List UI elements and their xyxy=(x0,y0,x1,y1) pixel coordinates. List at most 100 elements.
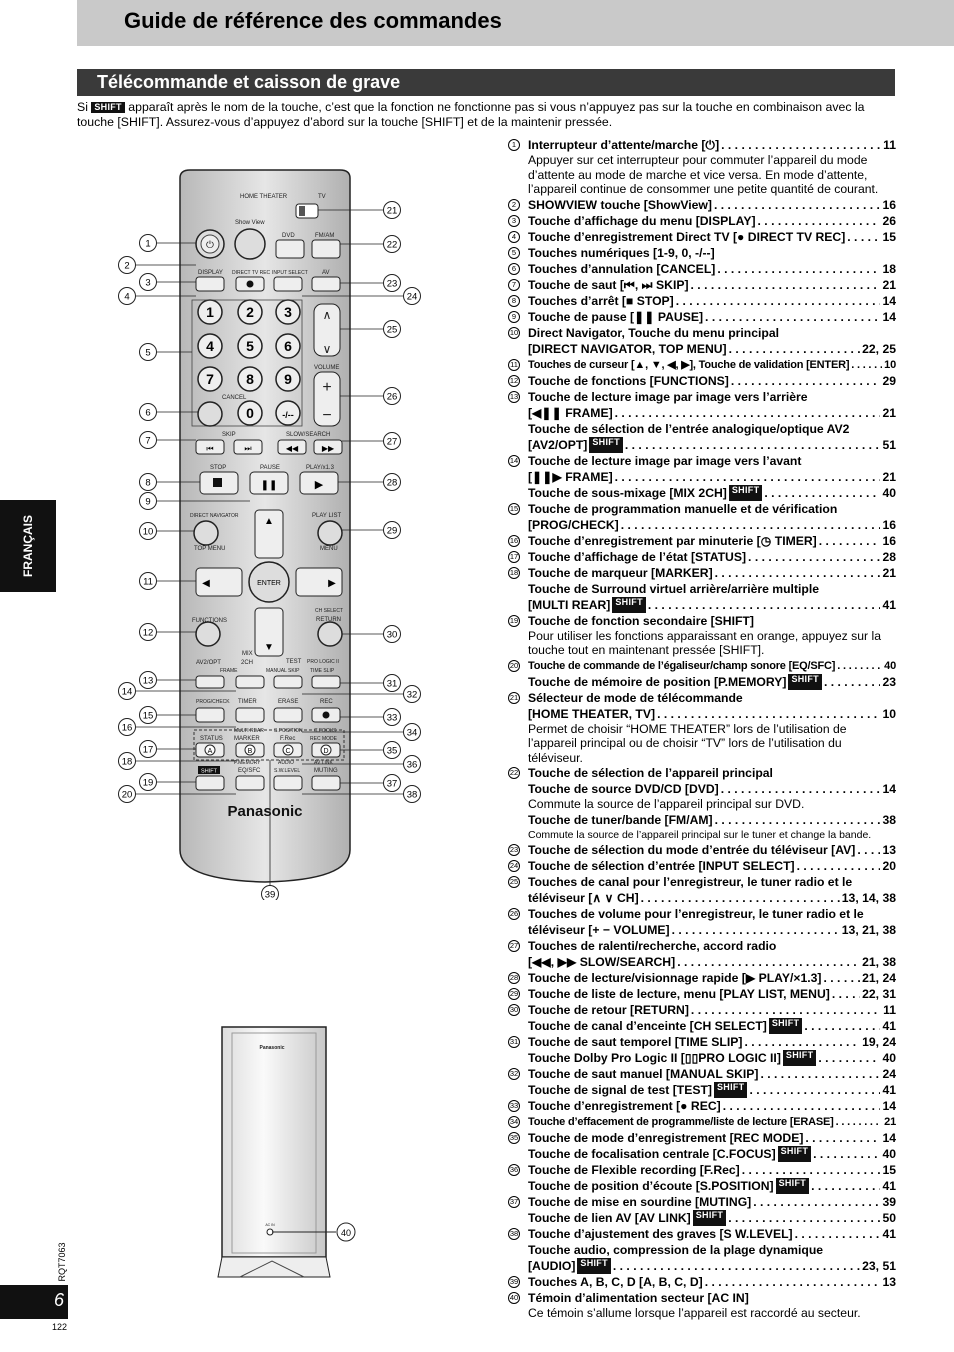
label-prog-check: PROG/CHECK xyxy=(196,699,230,705)
shift-badge: SHIFT xyxy=(577,1258,611,1274)
number-key[interactable] xyxy=(197,366,223,392)
svg-text:▲: ▲ xyxy=(264,516,274,527)
number-key[interactable] xyxy=(275,333,301,359)
timer-button[interactable] xyxy=(235,707,265,723)
page-ref: 29 xyxy=(882,373,896,388)
callout-6: 6 xyxy=(145,408,150,419)
av-button[interactable] xyxy=(311,276,341,292)
number-key[interactable] xyxy=(237,366,263,392)
fm-am-button[interactable] xyxy=(311,239,341,259)
play-button[interactable] xyxy=(299,471,339,495)
functions-button[interactable] xyxy=(195,621,221,647)
entry-line: Touche de sélection de l’appareil princi… xyxy=(508,765,896,781)
input-select-button[interactable] xyxy=(273,276,303,292)
display-button[interactable] xyxy=(195,276,225,292)
entry-line: Touche de focalisation centrale [C.FOCUS… xyxy=(508,1146,896,1162)
entry-number: 40 xyxy=(508,1292,520,1304)
entry-line: Touches d’annulation [CANCEL]18 xyxy=(508,261,896,277)
dvd-button[interactable] xyxy=(275,239,305,259)
entry-text: Touche d’ajustement des graves [S W.LEVE… xyxy=(528,1227,793,1241)
cursor-down-button[interactable] xyxy=(254,607,284,657)
pause-button[interactable] xyxy=(249,471,289,495)
entry-text: Touches A, B, C, D [A, B, C, D] xyxy=(528,1275,703,1289)
number-key[interactable] xyxy=(197,333,223,359)
number-key[interactable] xyxy=(275,400,301,426)
s-w-level-button[interactable] xyxy=(273,775,303,791)
slow-forward-button[interactable] xyxy=(313,439,343,455)
frame-forward-button[interactable] xyxy=(235,675,265,689)
label-play: PLAY/x1.3 xyxy=(306,465,335,471)
number-key-label: 5 xyxy=(246,338,254,354)
skip-back-button[interactable] xyxy=(195,439,225,455)
play-list-button[interactable] xyxy=(317,520,343,546)
skip-forward-button[interactable] xyxy=(233,439,263,455)
entry-text: Touche de fonctions [FUNCTIONS] xyxy=(528,373,729,388)
return-button[interactable] xyxy=(317,621,343,647)
number-key[interactable] xyxy=(237,333,263,359)
erase-button[interactable] xyxy=(273,707,303,723)
entry-line: Touche de Flexible recording [F.Rec]15 xyxy=(508,1162,896,1178)
prog-check-button[interactable] xyxy=(195,707,225,723)
entry-text: Touche de signal de test [TEST] xyxy=(528,1083,712,1097)
callout-37: 37 xyxy=(387,779,398,790)
page-ref: 21 xyxy=(882,405,896,420)
label-pro-logic: PRO LOGIC II xyxy=(307,659,339,665)
callout-38: 38 xyxy=(407,790,418,801)
letter-key-label: C xyxy=(285,748,290,755)
entry-line: Touche de sélection du mode d’entrée du … xyxy=(508,842,896,858)
shift-badge: SHIFT xyxy=(589,436,623,453)
label-functions: FUNCTIONS xyxy=(192,618,227,624)
entry-line: [◀◀, ▶▶ SLOW/SEARCH]21, 38 xyxy=(508,954,896,970)
cursor-right-button[interactable] xyxy=(295,567,343,597)
callout-2: 2 xyxy=(124,261,129,272)
page-ref: 41 xyxy=(882,1083,896,1097)
slow-back-button[interactable] xyxy=(277,439,307,455)
entry-text: [HOME THEATER, TV] xyxy=(528,706,656,721)
callout-19: 19 xyxy=(143,778,154,789)
callout-29: 29 xyxy=(387,526,398,537)
entry-text: Touche de pause [❚❚ PAUSE] xyxy=(528,309,704,324)
cursor-left-button[interactable] xyxy=(195,567,243,597)
svg-text:−: − xyxy=(322,407,331,424)
entry-number: 2 xyxy=(508,198,520,211)
entry-description: Ce témoin s’allume lorsque l’appareil es… xyxy=(528,1306,861,1320)
direct-navigator-button[interactable] xyxy=(193,520,219,546)
cursor-up-button[interactable] xyxy=(254,509,284,559)
showview-button[interactable] xyxy=(234,228,266,260)
entry-text: Touche d’affichage de l’état [STATUS] xyxy=(528,549,747,564)
sub-page-number: 122 xyxy=(52,1322,68,1332)
frame-back-button[interactable] xyxy=(195,675,225,689)
entry-line: Touche de commande de l’égaliseur/champ … xyxy=(508,658,896,674)
entry-text: Touche de sous-mixage [MIX 2CH] xyxy=(528,485,727,500)
page-ref: 24 xyxy=(882,1067,896,1081)
page-ref: 15 xyxy=(882,1163,896,1177)
time-slip-button[interactable] xyxy=(311,675,341,689)
cancel-button[interactable] xyxy=(197,401,223,427)
entry-line: Touche de lecture/visionnage rapide [▶ P… xyxy=(508,970,896,986)
page-ref: 13 xyxy=(882,843,896,857)
manual-skip-button[interactable] xyxy=(273,675,303,689)
enter-button[interactable] xyxy=(248,561,290,603)
entry-text: [◀◀, ▶▶ SLOW/SEARCH] xyxy=(528,955,676,969)
eq-sfc-button[interactable] xyxy=(235,775,265,791)
entry-line: Touche de saut [⏮, ⏭ SKIP]21 xyxy=(508,277,896,293)
entry-line: [◀❚❚ FRAME]21 xyxy=(508,405,896,421)
entry-number: 10 xyxy=(508,326,520,339)
entry-number: 19 xyxy=(508,614,520,627)
number-key[interactable] xyxy=(237,400,263,426)
muting-button[interactable] xyxy=(311,775,341,791)
entry-number: 32 xyxy=(508,1068,520,1080)
shift-button[interactable] xyxy=(195,775,225,791)
callout-26: 26 xyxy=(387,392,398,403)
number-key[interactable] xyxy=(275,366,301,392)
callout-7: 7 xyxy=(145,436,150,447)
entry-text: [MULTI REAR] xyxy=(528,597,611,612)
callout-23: 23 xyxy=(387,279,398,290)
entry-text: [AV2/OPT] xyxy=(528,437,588,452)
